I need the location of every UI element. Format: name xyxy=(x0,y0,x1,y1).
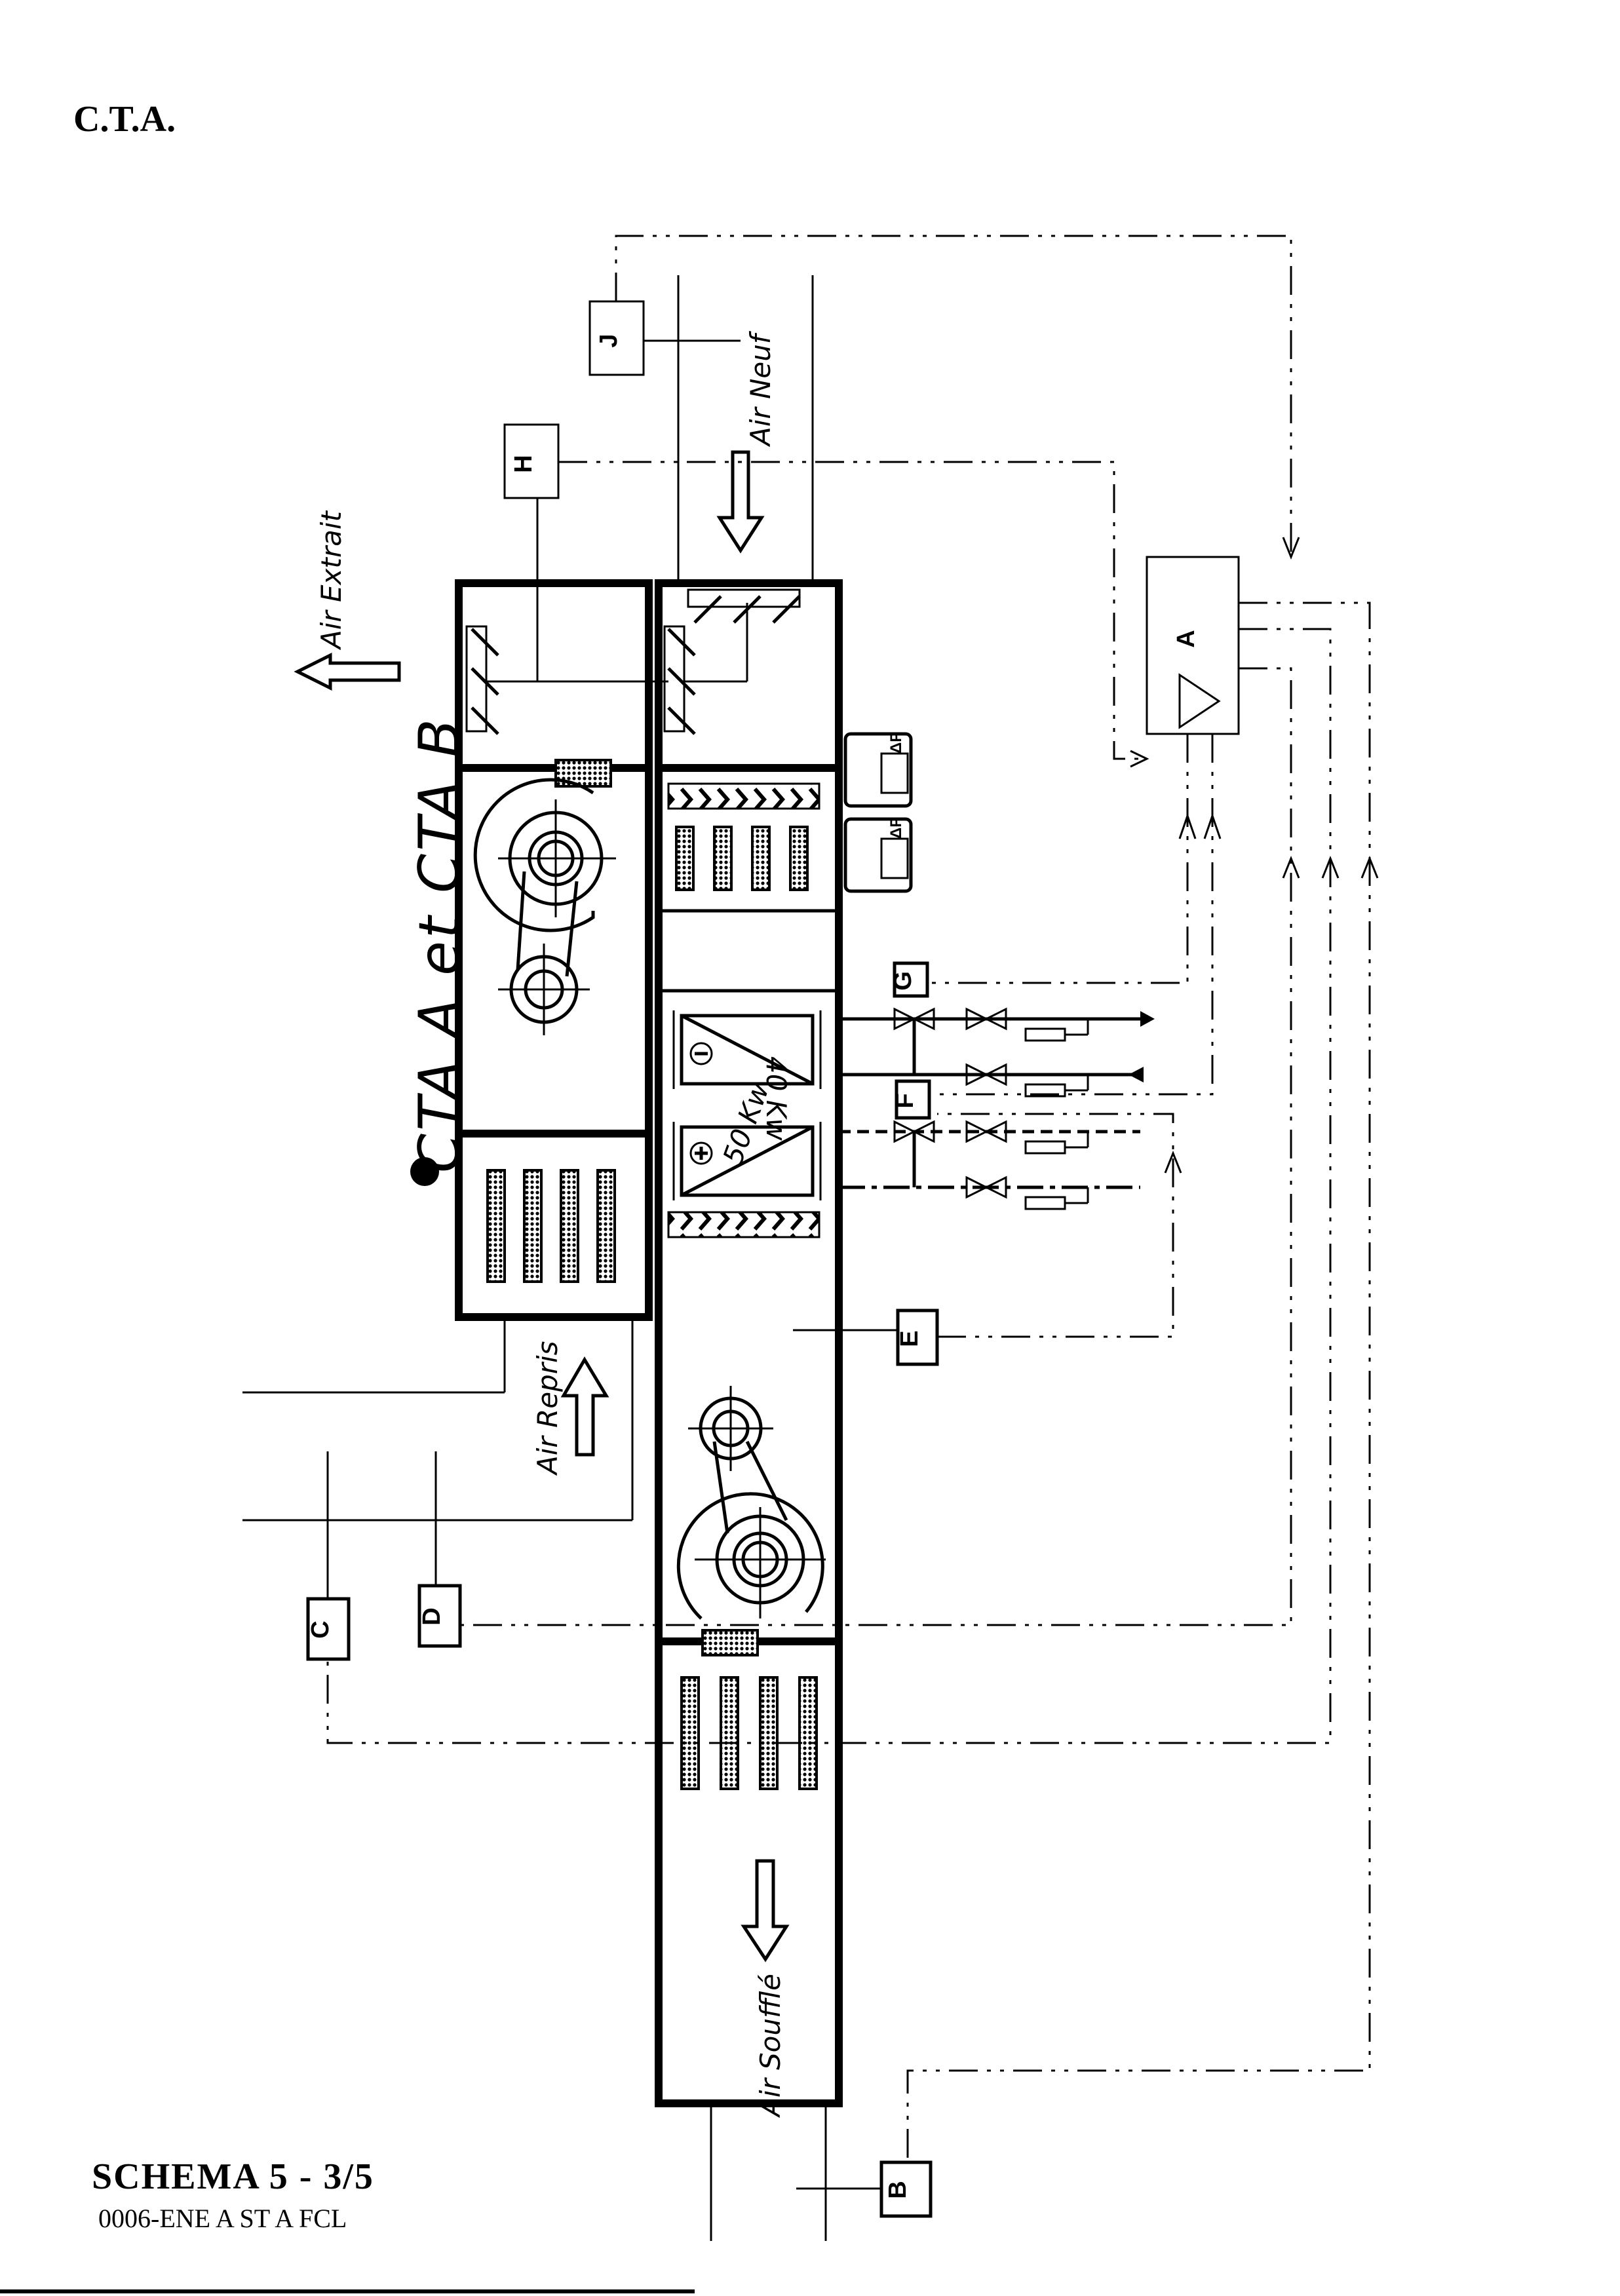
supply-air-arrow: Air Soufflé xyxy=(741,1859,790,2118)
control-wiring xyxy=(326,235,1379,2162)
fresh-air-damper xyxy=(663,588,801,735)
bottom-rule xyxy=(0,2289,695,2293)
unit-title: CTA A et CTA B xyxy=(407,716,473,1173)
supply-air-label: Air Soufflé xyxy=(754,1974,786,2118)
ducts xyxy=(242,275,827,2241)
final-filter xyxy=(667,1211,820,1238)
extract-air-label: Air Extrait xyxy=(315,510,347,651)
unit-title-bullet xyxy=(410,1157,439,1186)
fresh-air-arrow: Air Neuf xyxy=(716,330,777,554)
svg-text:E: E xyxy=(896,1330,923,1347)
bag-filter xyxy=(675,826,809,891)
sensor-probes xyxy=(326,339,898,2190)
extract-fan xyxy=(473,759,616,1035)
extract-unit xyxy=(455,579,668,1321)
svg-text:A: A xyxy=(1172,630,1200,647)
svg-text:D: D xyxy=(418,1607,446,1625)
sensor-j-box: J xyxy=(588,300,645,376)
sensor-d-box: D xyxy=(417,1584,462,1648)
sensor-b-box: B xyxy=(879,2160,933,2218)
extract-air-arrow: Air Extrait xyxy=(294,510,401,691)
document-title: C.T.A. xyxy=(73,99,176,140)
extract-damper xyxy=(465,625,668,735)
schema-title: SCHEMA 5 - 3/5 xyxy=(92,2156,374,2197)
sensor-e-box: E xyxy=(896,1309,939,1366)
heating-coil: 50 Kw xyxy=(672,1078,822,1200)
pressure-sensor-2: ΔP xyxy=(843,817,913,893)
pressure-sensor-1: ΔP xyxy=(843,732,913,808)
return-air-label: Air Repris xyxy=(531,1341,564,1476)
prefilter xyxy=(667,782,820,810)
supply-filter xyxy=(680,1676,818,1790)
extract-filter xyxy=(486,1169,616,1283)
svg-text:F: F xyxy=(891,1093,919,1108)
sensor-c-box: C xyxy=(306,1597,351,1661)
sensor-a-controller: A xyxy=(1146,556,1240,735)
svg-text:ΔP: ΔP xyxy=(887,732,905,754)
sensor-h-box: H xyxy=(503,423,560,499)
svg-text:ΔP: ΔP xyxy=(887,817,905,839)
schema-reference: 0006-ENE A ST A FCL xyxy=(98,2204,347,2233)
sensor-g-box: G xyxy=(889,961,929,998)
svg-text:G: G xyxy=(889,971,917,991)
fresh-air-label: Air Neuf xyxy=(744,330,777,448)
sensor-f-box: F xyxy=(891,1079,931,1120)
return-air-arrow: Air Repris xyxy=(531,1341,609,1476)
supply-fan xyxy=(676,1386,826,1656)
svg-text:H: H xyxy=(510,455,537,472)
supply-unit: 40 Kw 50 Kw xyxy=(655,579,843,2107)
svg-text:B: B xyxy=(884,2181,912,2198)
svg-text:J: J xyxy=(595,334,623,347)
water-piping xyxy=(839,1007,1155,1210)
svg-text:C: C xyxy=(307,1620,334,1638)
